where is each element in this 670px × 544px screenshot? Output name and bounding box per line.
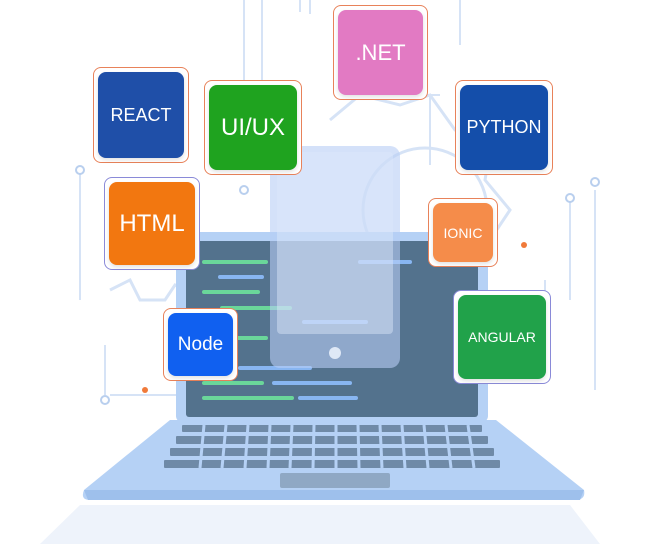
python-badge-tile: PYTHON: [460, 85, 548, 170]
laptop-shadow: [40, 505, 600, 544]
trackpad: [280, 473, 390, 488]
angular-badge: ANGULAR: [453, 290, 551, 384]
uiux-badge-tile: UI/UX: [209, 85, 297, 170]
phone-screen: [277, 152, 393, 334]
accent-dot: [142, 387, 148, 393]
uiux-badge: UI/UX: [204, 80, 302, 175]
html-badge: HTML: [104, 177, 200, 270]
html-badge-tile: HTML: [109, 182, 195, 265]
python-badge: PYTHON: [455, 80, 553, 175]
laptop-base-edge: [84, 490, 584, 500]
net-badge-tile: .NET: [338, 10, 423, 95]
accent-dot: [521, 242, 527, 248]
circuit-lines: [79, 0, 596, 396]
ionic-badge: IONIC: [428, 198, 498, 267]
react-badge: REACT: [93, 67, 189, 163]
net-badge: .NET: [333, 5, 428, 100]
react-badge-tile: REACT: [98, 72, 184, 158]
angular-badge-tile: ANGULAR: [458, 295, 546, 379]
keyboard: [164, 425, 500, 468]
ionic-badge-tile: IONIC: [433, 203, 493, 262]
phone-outline: [270, 146, 400, 368]
keyboard-key-gaps: [198, 424, 476, 469]
node-badge-tile: Node: [168, 313, 233, 376]
circuit-nodes: [75, 165, 600, 405]
node-badge: Node: [163, 308, 238, 381]
phone-home-button: [329, 347, 341, 359]
